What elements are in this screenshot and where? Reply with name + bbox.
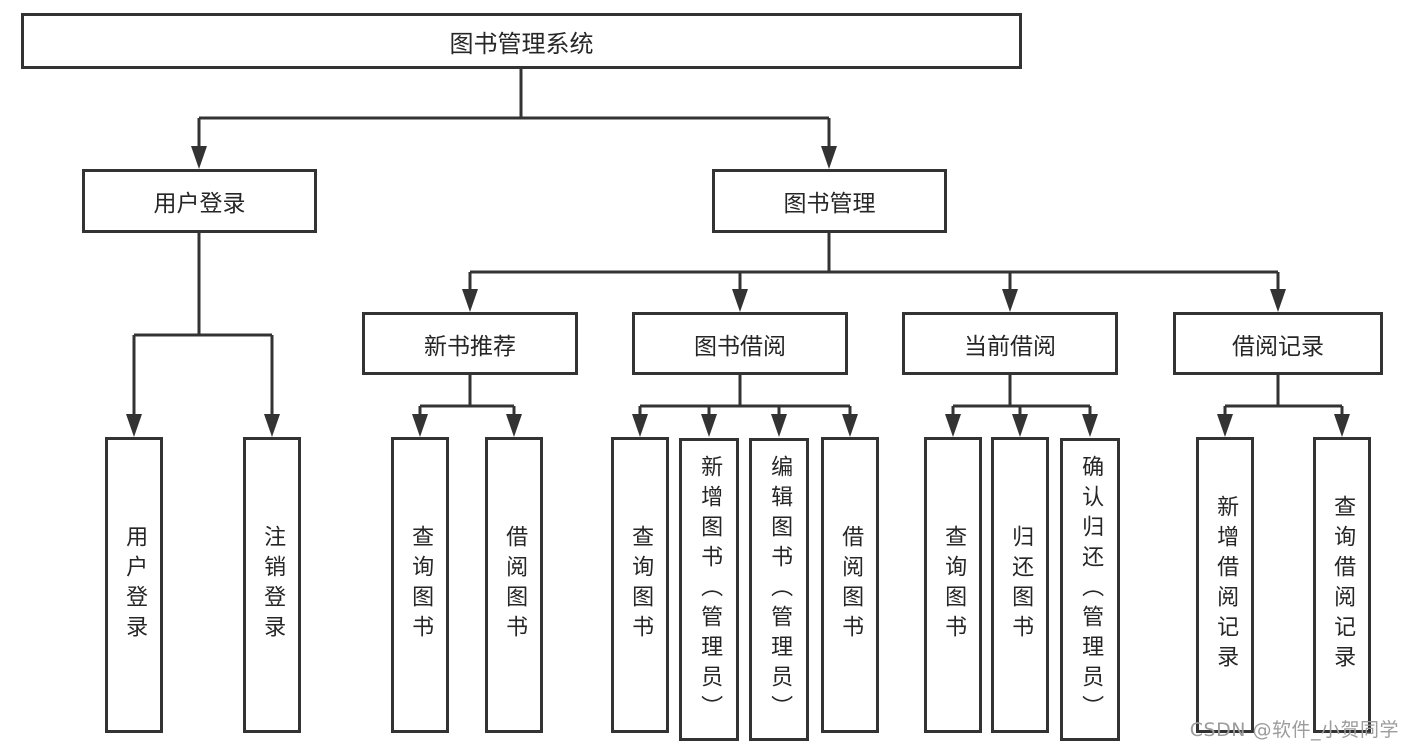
- leaf-label: 确认归还（管理员）: [1078, 454, 1104, 725]
- leaf-logout: 注销登录: [243, 437, 301, 733]
- leaf-confirm-return-admin: 确认归还（管理员）: [1060, 438, 1120, 741]
- leaf-label: 归还图书: [1008, 525, 1034, 645]
- leaf-add-books-admin: 新增图书（管理员）: [679, 438, 739, 741]
- leaf-label: 注销登录: [260, 525, 286, 645]
- leaf-edit-books-admin: 编辑图书（管理员）: [749, 438, 809, 741]
- leaf-label: 新增图书（管理员）: [697, 454, 723, 725]
- leaf-label: 新增借阅记录: [1213, 495, 1239, 675]
- node-label: 图书管理系统: [449, 29, 594, 58]
- leaf-label: 借阅图书: [502, 525, 528, 645]
- node-label: 当前借阅: [964, 333, 1056, 360]
- leaf-label: 查询借阅记录: [1330, 495, 1356, 675]
- leaf-label: 编辑图书（管理员）: [767, 454, 793, 725]
- csdn-watermark: CSDN @软件_小贺同学: [1189, 719, 1399, 741]
- node-label: 新书推荐: [424, 333, 516, 360]
- node-label: 图书管理: [783, 191, 876, 217]
- leaf-add-borrow-record: 新增借阅记录: [1196, 437, 1254, 733]
- leaf-label: 查询图书: [941, 525, 967, 645]
- leaf-label: 查询图书: [408, 525, 434, 645]
- leaf-label: 借阅图书: [838, 525, 864, 645]
- node-user-login: 用户登录: [82, 169, 317, 233]
- leaf-query-books-recommend: 查询图书: [391, 437, 449, 733]
- node-new-book-recommendation: 新书推荐: [362, 312, 578, 375]
- leaf-query-books-current: 查询图书: [924, 437, 982, 733]
- node-current-borrowing: 当前借阅: [902, 312, 1118, 375]
- leaf-user-login: 用户登录: [105, 437, 163, 733]
- node-book-management: 图书管理: [712, 169, 947, 233]
- node-label: 用户登录: [153, 191, 246, 217]
- node-library-management-system: 图书管理系统: [21, 13, 1022, 69]
- node-label: 借阅记录: [1232, 333, 1324, 360]
- node-book-borrowing: 图书借阅: [632, 312, 848, 375]
- node-borrowing-records: 借阅记录: [1173, 312, 1383, 375]
- leaf-label: 用户登录: [122, 525, 148, 645]
- leaf-borrow-books-recommend: 借阅图书: [485, 437, 543, 733]
- leaf-borrow-books-borrow: 借阅图书: [821, 437, 879, 733]
- leaf-label: 查询图书: [628, 525, 654, 645]
- leaf-query-books-borrow: 查询图书: [611, 437, 669, 733]
- node-label: 图书借阅: [694, 333, 786, 360]
- leaf-query-borrow-record: 查询借阅记录: [1313, 437, 1371, 733]
- leaf-return-books: 归还图书: [991, 437, 1049, 733]
